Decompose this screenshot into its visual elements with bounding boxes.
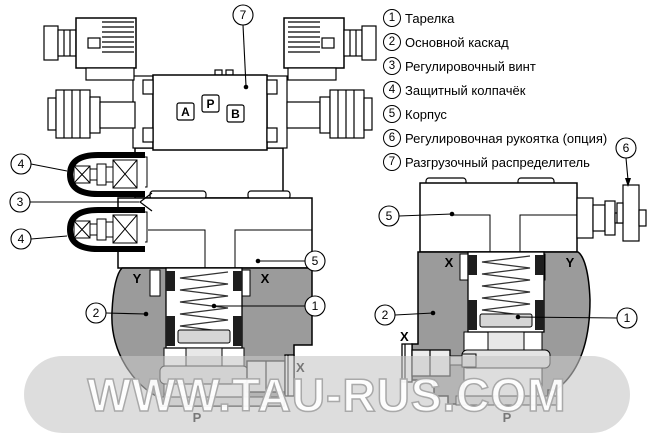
- callout-1-right: 1: [515, 307, 638, 329]
- adjusting-screw-top: [73, 159, 138, 189]
- legend-label-5: Корпус: [405, 106, 447, 122]
- solenoid-connector-left: [43, 17, 137, 139]
- protective-cap-top: [66, 152, 148, 197]
- right-housing-cover: [419, 177, 578, 253]
- svg-text:4: 4: [18, 157, 25, 171]
- legend-label-3: Регулировочный винт: [405, 58, 536, 74]
- legend-item-5: 5 Корпус: [383, 102, 607, 126]
- poppet-plate: [479, 313, 533, 328]
- callout-3: 3: [9, 191, 139, 213]
- legend: 1 Тарелка 2 Основной каскад 3 Регулирово…: [383, 6, 607, 174]
- legend-num-5: 5: [383, 105, 401, 123]
- svg-text:6: 6: [623, 141, 630, 155]
- port-x-top-label: X: [445, 255, 454, 270]
- legend-label-2: Основной каскад: [405, 34, 509, 50]
- legend-num-3: 3: [383, 57, 401, 75]
- svg-text:1: 1: [312, 299, 319, 313]
- legend-num-4: 4: [383, 81, 401, 99]
- callout-4-bottom: 4: [10, 228, 68, 250]
- right-diagram-callouts: 6 5 2 1: [374, 137, 638, 329]
- legend-item-7: 7 Разгрузочный распределитель: [383, 150, 607, 174]
- legend-item-2: 2 Основной каскад: [383, 30, 607, 54]
- left-valve-assembly: [43, 17, 377, 407]
- legend-num-1: 1: [383, 9, 401, 27]
- svg-text:4: 4: [18, 232, 25, 246]
- port-letter-boxes: [176, 94, 245, 123]
- legend-num-6: 6: [383, 129, 401, 147]
- pilot-port-p: P: [206, 97, 214, 111]
- spring: [179, 271, 229, 333]
- callout-5-left: 5: [255, 250, 326, 272]
- legend-label-1: Тарелка: [405, 10, 455, 26]
- legend-label-6: Регулировочная рукоятка (опция): [405, 130, 608, 146]
- watermark-banner: WWW.TAU-RUS.COM: [24, 356, 630, 433]
- callout-6: 6: [615, 137, 637, 187]
- callout-7: 7: [232, 4, 254, 90]
- callout-4-top: 4: [10, 153, 68, 175]
- port-y-label: Y: [133, 271, 142, 286]
- poppet-plate: [177, 329, 231, 344]
- svg-text:3: 3: [17, 195, 24, 209]
- legend-label-7: Разгрузочный распределитель: [405, 154, 590, 170]
- svg-text:5: 5: [386, 209, 393, 223]
- pilot-valve: [132, 69, 288, 151]
- watermark-text: WWW.TAU-RUS.COM: [87, 368, 567, 422]
- adjusting-screw-bottom: [73, 214, 138, 244]
- svg-text:5: 5: [312, 254, 319, 268]
- callout-2-right: 2: [374, 304, 436, 326]
- legend-num-7: 7: [383, 153, 401, 171]
- legend-item-4: 4 Защитный колпачёк: [383, 78, 607, 102]
- protective-cap-bottom: [66, 207, 148, 252]
- pilot-port-b: B: [231, 107, 240, 121]
- legend-num-2: 2: [383, 33, 401, 51]
- left-diagram-callouts: 7 4 3 4 2 5 1: [9, 4, 326, 324]
- port-x-side-label: X: [400, 329, 409, 344]
- legend-item-3: 3 Регулировочный винт: [383, 54, 607, 78]
- callout-5-right: 5: [378, 205, 455, 227]
- callout-2-left: 2: [85, 302, 149, 324]
- legend-item-6: 6 Регулировочная рукоятка (опция): [383, 126, 607, 150]
- legend-label-4: Защитный колпачёк: [405, 82, 526, 98]
- svg-text:1: 1: [624, 311, 631, 325]
- port-y-label: Y: [566, 255, 575, 270]
- svg-text:2: 2: [93, 306, 100, 320]
- spring: [481, 255, 531, 317]
- legend-item-1: 1 Тарелка: [383, 6, 607, 30]
- svg-text:2: 2: [382, 308, 389, 322]
- solenoid-connector-right: [283, 17, 377, 139]
- port-x-top-label: X: [261, 271, 270, 286]
- adjusting-handwheel: [576, 184, 647, 242]
- subplate: [134, 142, 284, 199]
- pilot-port-a: A: [181, 105, 190, 119]
- callout-1-left: 1: [211, 295, 326, 317]
- svg-text:7: 7: [240, 8, 247, 22]
